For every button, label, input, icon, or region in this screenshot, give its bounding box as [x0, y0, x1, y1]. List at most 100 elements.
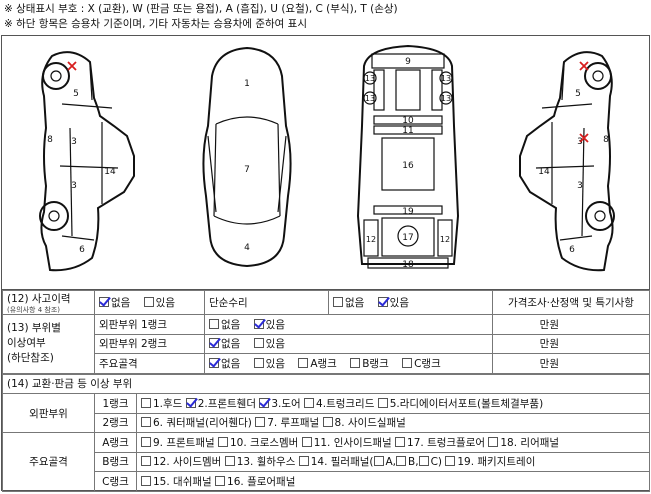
status-row-3: 주요골격 없음 있음 A랭크 B랭크 C랭크 만원: [3, 353, 650, 374]
exchange-title-row: (14) 교환·판금 등 이상 부위: [1, 373, 651, 394]
notes-scope: ※ 하단 항목은 승용차 기준이며, 기타 자동차는 승용차에 준하여 표시: [4, 18, 307, 30]
part-8-checkbox[interactable]: [322, 417, 333, 428]
right-part-5: 5: [575, 89, 581, 99]
part-16-checkbox[interactable]: [215, 475, 226, 486]
simple-repair-none-label: 없음: [345, 297, 365, 309]
part-19-label: 19. 패키지트레이: [457, 456, 536, 469]
part-2-label: 2.프론트휀더: [197, 397, 257, 410]
accident-label-cell: (12) 사고이력 (유의사항 4 참조): [2, 290, 95, 315]
rank2-yes-label: 있음: [265, 338, 285, 351]
status-row-1-options: 없음 있음: [204, 314, 493, 335]
accident-sublabel: (유의사항 4 참조): [7, 306, 61, 314]
part-status-label-3: (하단참조): [7, 352, 54, 365]
exchange-table: (14) 교환·판금 등 이상 부위 외판부위 1랭크 1.후드 2.프론트휀더…: [1, 373, 651, 492]
rank2-none-checkbox[interactable]: [209, 338, 219, 349]
part-14-checkbox[interactable]: [298, 456, 309, 467]
car-diagram: 3 3 8 14 5 6 X 1 7 4: [2, 36, 649, 290]
frame-rank-a-checkbox[interactable]: [298, 357, 309, 368]
left-part-8: 8: [47, 135, 53, 145]
accident-options: 없음 있음: [94, 290, 205, 315]
status-row-2-unit: 만원: [492, 333, 650, 354]
part-18-checkbox[interactable]: [488, 436, 499, 447]
part-12-checkbox[interactable]: [141, 456, 151, 467]
part-15-checkbox[interactable]: [141, 475, 151, 486]
part-4-checkbox[interactable]: [304, 397, 315, 408]
status-row-3-unit: 만원: [492, 353, 650, 374]
under-part-13b: 13: [441, 74, 451, 83]
part-1-label: 1.후드: [153, 397, 183, 410]
simple-repair-yes-checkbox[interactable]: [377, 297, 388, 307]
part-1-checkbox[interactable]: [141, 397, 151, 408]
main-frame-label: 주요골격: [2, 432, 95, 492]
rankB-parts: 12. 사이드멤버 13. 휠하우스 14. 필러패널(A,B,C) 19. 패…: [135, 451, 651, 472]
right-part-14: 14: [538, 167, 550, 177]
right-part-3b: 3: [577, 181, 583, 191]
under-part-19: 19: [402, 207, 414, 217]
under-part-12a: 12: [366, 235, 376, 244]
under-part-9: 9: [405, 57, 411, 67]
frame-yes-checkbox[interactable]: [253, 357, 264, 368]
rankA-row: 주요골격 A랭크 9. 프론트패널 10. 크로스멤버 11. 인사이드패널 1…: [2, 432, 651, 492]
legend-notes: ※ 상태표시 부호 : X (교환), W (판금 또는 용접), A (흠집)…: [4, 2, 398, 32]
part-10-checkbox[interactable]: [218, 436, 228, 447]
simple-repair-label: 단순수리: [204, 290, 329, 315]
part-13-label: 13. 휠하우스: [236, 456, 296, 469]
accident-none-checkbox[interactable]: [99, 297, 109, 307]
rankA-parts: 9. 프론트패널 10. 크로스멤버 11. 인사이드패널 17. 트렁크플로어…: [135, 432, 651, 453]
part-11-checkbox[interactable]: [301, 436, 312, 447]
rank1-none-checkbox[interactable]: [209, 318, 219, 329]
rank2-yes-checkbox[interactable]: [253, 338, 264, 349]
part-3-label: 3.도어: [271, 397, 301, 410]
pillar-b-checkbox[interactable]: [396, 456, 407, 467]
rank2-label: 2랭크: [94, 412, 137, 433]
pillar-a-label: A,: [385, 456, 397, 469]
part-17-label: 17. 트렁크플로어: [407, 436, 486, 449]
frame-rank-c-label: C랭크: [414, 357, 441, 370]
part-3-checkbox[interactable]: [259, 397, 270, 408]
part-10-label: 10. 크로스멤버: [230, 436, 299, 449]
part-9-checkbox[interactable]: [141, 436, 151, 447]
simple-repair-options: 없음 있음: [328, 290, 493, 315]
part-6-checkbox[interactable]: [141, 417, 151, 428]
frame-rank-b-checkbox[interactable]: [350, 357, 361, 368]
right-part-8: 8: [603, 135, 609, 145]
frame-none-checkbox[interactable]: [209, 357, 219, 368]
accident-yes-label: 있음: [155, 297, 175, 309]
rankB-row: B랭크 12. 사이드멤버 13. 휠하우스 14. 필러패널(A,B,C) 1…: [3, 451, 651, 472]
status-row-3-options: 없음 있음 A랭크 B랭크 C랭크: [204, 353, 493, 374]
rank1-yes-label: 있음: [265, 318, 285, 331]
under-part-13d: 13: [441, 94, 451, 103]
top-part-4: 4: [244, 243, 250, 253]
frame-yes-label: 있음: [265, 357, 285, 370]
part-17-checkbox[interactable]: [395, 436, 406, 447]
part-13-checkbox[interactable]: [224, 456, 235, 467]
frame-rank-c-checkbox[interactable]: [402, 357, 413, 368]
status-row-2-name: 외판부위 2랭크: [94, 333, 205, 354]
accident-label: (12) 사고이력: [7, 293, 71, 305]
part-7-checkbox[interactable]: [255, 417, 266, 428]
right-part-6: 6: [569, 245, 575, 255]
pillar-a-checkbox[interactable]: [373, 456, 384, 467]
part-5-checkbox[interactable]: [377, 397, 388, 408]
part-11-label: 11. 인사이드패널: [313, 436, 392, 449]
top-part-7: 7: [244, 165, 250, 175]
part-status-label-cell: (13) 부위별 이상여부 (하단참조): [2, 314, 95, 374]
pillar-c-checkbox[interactable]: [418, 456, 429, 467]
accident-yes-checkbox[interactable]: [143, 297, 154, 307]
rank1-parts: 1.후드 2.프론트휀더 3.도어 4.트렁크리드 5.라디에이터서포트(볼트체…: [135, 393, 651, 414]
status-row-2: 외판부위 2랭크 없음 있음 만원: [3, 333, 650, 354]
rankC-parts: 15. 대쉬패널 16. 플로어패널: [135, 471, 651, 492]
rank1-yes-checkbox[interactable]: [253, 318, 264, 329]
rank1-label: 1랭크: [94, 393, 137, 414]
rankC-row: C랭크 15. 대쉬패널 16. 플로어패널: [3, 471, 651, 492]
part-2-checkbox[interactable]: [185, 397, 196, 408]
part-18-label: 18. 리어패널: [500, 436, 560, 449]
pillar-b-label: B,: [408, 456, 419, 469]
rank2-parts: 6. 쿼터패널(리어휀다) 7. 루프패널 8. 사이드실패널: [135, 412, 651, 433]
left-part-5: 5: [73, 89, 79, 99]
under-part-12b: 12: [440, 235, 450, 244]
part-15-label: 15. 대쉬패널: [153, 475, 212, 488]
part-19-checkbox[interactable]: [445, 456, 456, 467]
simple-repair-none-checkbox[interactable]: [333, 297, 343, 307]
top-view: 1 7 4: [202, 46, 292, 268]
